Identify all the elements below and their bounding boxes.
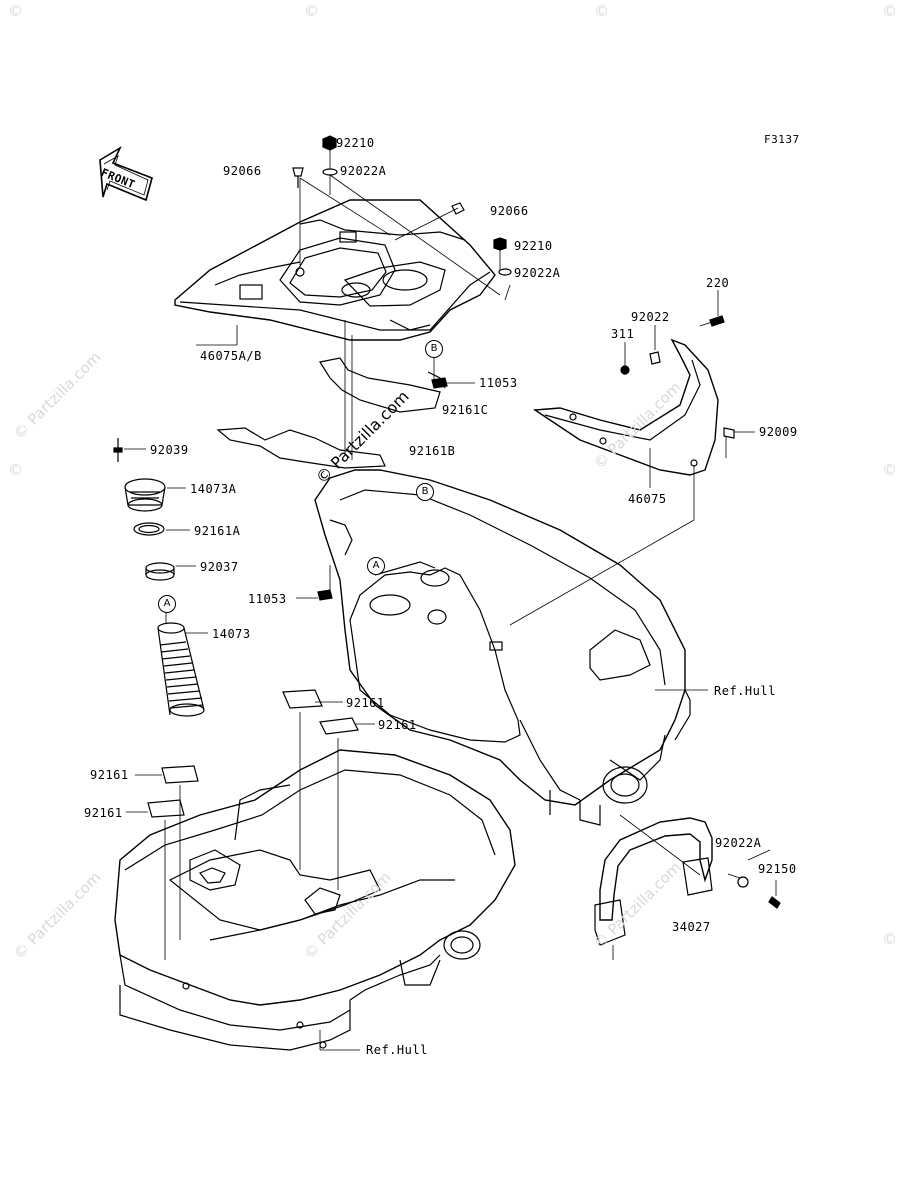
cowl-46075 xyxy=(509,338,719,626)
grommet-11053-top xyxy=(431,377,475,389)
part-label-92039: 92039 xyxy=(150,443,189,457)
part-label-311: 311 xyxy=(611,327,635,341)
part-label-92066: 92066 xyxy=(223,164,262,178)
front-arrow-icon xyxy=(99,145,153,202)
grab-handle-34027 xyxy=(594,814,781,960)
watermark-symbol: © xyxy=(594,2,609,20)
watermark-symbol: © xyxy=(8,2,23,20)
part-label-92161c: 92161C xyxy=(442,403,489,417)
pads-92161 xyxy=(126,689,375,960)
part-label-92150: 92150 xyxy=(758,862,797,876)
watermark-symbol: © xyxy=(304,2,319,20)
leader-lines-top xyxy=(196,142,511,460)
part-label-92161a: 92161A xyxy=(194,524,241,538)
figure-code: F3137 xyxy=(764,133,800,146)
gasket-92161b xyxy=(216,427,386,469)
clamp-92037 xyxy=(145,562,196,581)
part-label-92161: 92161 xyxy=(84,806,123,820)
callout-b: B xyxy=(416,483,434,501)
watermark-symbol: © xyxy=(882,930,897,948)
fitting-14073a xyxy=(124,478,186,512)
lower-hull xyxy=(114,749,516,1051)
part-label-92009: 92009 xyxy=(759,425,798,439)
ref-hull-label: Ref.Hull xyxy=(714,684,776,698)
fasteners-top xyxy=(292,135,512,276)
part-label-92066: 92066 xyxy=(490,204,529,218)
part-label-92022a: 92022A xyxy=(340,164,387,178)
part-label-92022a: 92022A xyxy=(514,266,561,280)
watermark-symbol: © xyxy=(8,461,23,479)
part-label-14073a: 14073A xyxy=(190,482,237,496)
callout-a: A xyxy=(367,557,385,575)
part-label-14073: 14073 xyxy=(212,627,251,641)
grommet-11053-left xyxy=(296,565,333,601)
callout-b: B xyxy=(425,340,443,358)
ref-hull-label: Ref.Hull xyxy=(366,1043,428,1057)
part-label-11053: 11053 xyxy=(248,592,287,606)
part-label-92161b: 92161B xyxy=(409,444,456,458)
part-label-46075: 46075 xyxy=(628,492,667,506)
duct-hose-14073 xyxy=(157,622,208,717)
screw-92039 xyxy=(113,438,146,462)
part-label-92210: 92210 xyxy=(514,239,553,253)
part-label-11053: 11053 xyxy=(479,376,518,390)
part-label-92022a: 92022A xyxy=(715,836,762,850)
watermark-symbol: © xyxy=(882,461,897,479)
part-label-92161: 92161 xyxy=(346,696,385,710)
part-label-92022: 92022 xyxy=(631,310,670,324)
fasteners-cowl xyxy=(620,290,755,458)
storage-tray-assembly xyxy=(174,199,496,341)
gasket-92161a xyxy=(133,522,190,536)
watermark-symbol: © xyxy=(882,2,897,20)
part-label-92037: 92037 xyxy=(200,560,239,574)
part-label-92161: 92161 xyxy=(90,768,129,782)
part-label-34027: 34027 xyxy=(672,920,711,934)
callout-a: A xyxy=(158,595,176,613)
part-label-46075ab: 46075A/B xyxy=(200,349,262,363)
part-label-220: 220 xyxy=(706,276,730,290)
part-label-92210: 92210 xyxy=(336,136,375,150)
part-label-92161: 92161 xyxy=(378,718,417,732)
upper-hull xyxy=(314,469,691,826)
